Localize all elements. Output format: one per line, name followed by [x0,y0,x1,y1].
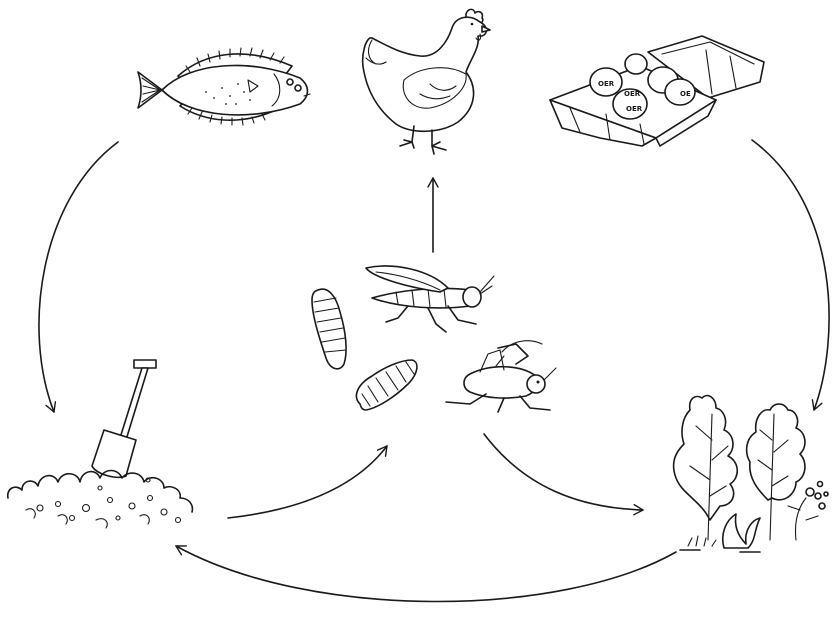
arrow-plants-to-soil [176,546,676,602]
egg-label-2: OER [624,90,641,98]
flatfish-icon [138,48,310,125]
arrow-fish-to-soil [39,142,118,412]
insects-icon [312,266,556,412]
egg-label-3: OER [626,105,643,113]
arrow-soil-to-insects [228,446,387,518]
egg-label-4: OE [680,90,691,98]
arrow-insects-to-plants [484,434,643,510]
soil-with-shovel-icon [8,360,193,528]
egg-label-1: OER [598,80,615,88]
egg-carton-icon: OER OER OER OE [550,36,764,146]
chicken-icon [363,9,490,154]
fly-icon [366,266,494,332]
larva-icon-2 [356,360,417,410]
plants-icon [674,396,828,552]
larva-icon [312,289,346,369]
cricket-icon [446,341,556,412]
arrow-eggs-to-plants [752,140,829,410]
